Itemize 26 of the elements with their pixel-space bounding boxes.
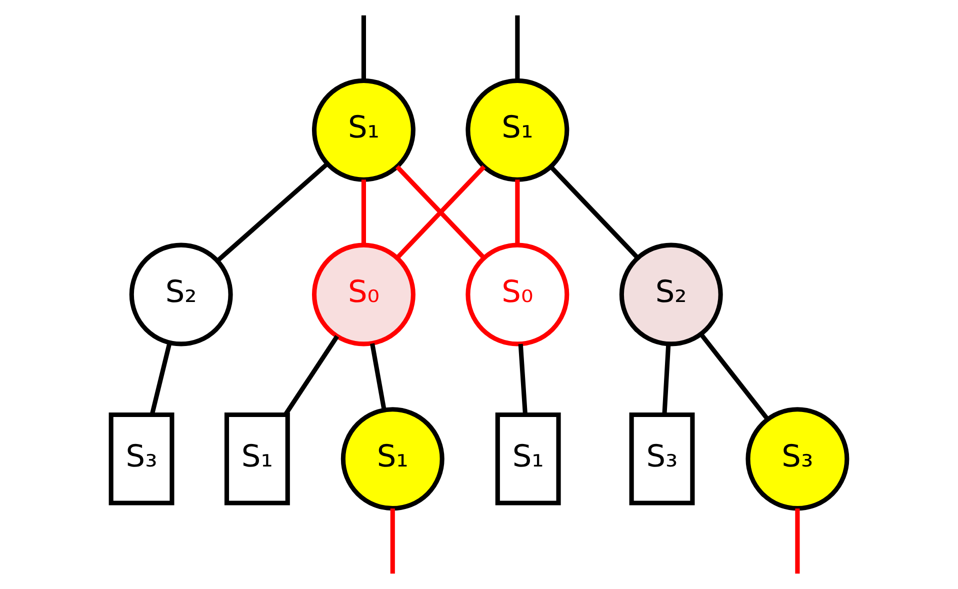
node-box: S₁ bbox=[495, 412, 561, 506]
connector bbox=[390, 508, 395, 574]
node-circle: S₂ bbox=[619, 242, 723, 346]
connector bbox=[284, 335, 340, 416]
node-box: S₁ bbox=[224, 412, 290, 506]
node-circle: S₁ bbox=[466, 78, 570, 182]
node-box: S₃ bbox=[629, 412, 695, 506]
node-circle: S₂ bbox=[129, 242, 233, 346]
connector bbox=[515, 180, 520, 245]
connector bbox=[216, 162, 329, 262]
connector bbox=[150, 342, 172, 416]
node-circle: S₁ bbox=[312, 78, 416, 182]
connector bbox=[515, 15, 520, 80]
node-circle: S₀ bbox=[466, 242, 570, 346]
node-circle: S₀ bbox=[312, 242, 416, 346]
connector bbox=[699, 332, 770, 420]
node-circle: S₃ bbox=[746, 407, 850, 511]
node-circle: S₁ bbox=[340, 407, 444, 511]
connector bbox=[361, 15, 366, 80]
connector bbox=[549, 165, 639, 260]
connector bbox=[361, 180, 366, 245]
node-box: S₃ bbox=[108, 412, 174, 506]
connector bbox=[518, 344, 528, 414]
connector bbox=[662, 344, 671, 414]
connector bbox=[795, 508, 800, 574]
connector bbox=[370, 343, 386, 410]
